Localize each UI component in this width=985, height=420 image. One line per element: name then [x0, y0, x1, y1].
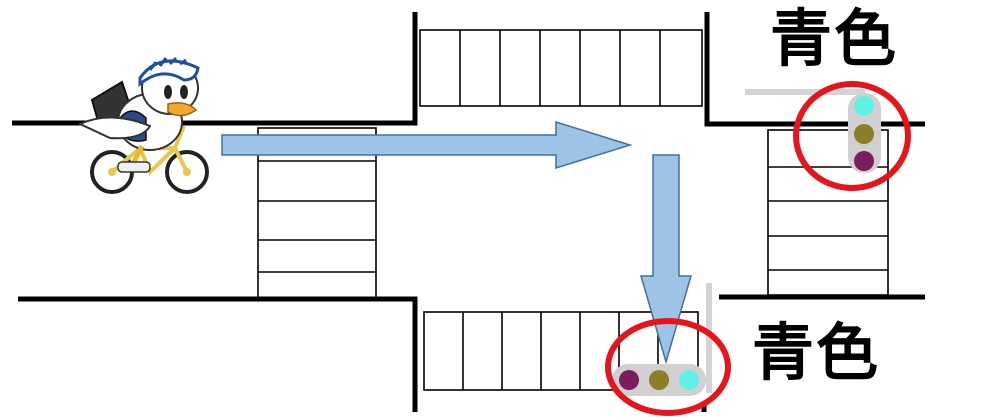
- signal-lamp-cyan: [679, 370, 699, 390]
- highlight-circle-top: [793, 81, 911, 191]
- crosswalk-left: [257, 127, 377, 299]
- signal-pole-bottom: [706, 283, 712, 393]
- road-edge-lower-left: [18, 296, 418, 412]
- arrow-straight: [221, 120, 633, 170]
- signal-lamp-olive: [854, 124, 874, 144]
- crosswalk-bottom: [423, 311, 699, 391]
- highlight-circle-bottom: [605, 318, 731, 416]
- road-edge-upper-left: [12, 12, 418, 126]
- arrow-turn-down: [640, 154, 692, 365]
- cyclist-mascot-icon: [77, 56, 209, 194]
- signal-lamp-olive: [649, 370, 669, 390]
- signal-pole-top: [745, 89, 865, 95]
- traffic-signal-bottom: [605, 283, 731, 416]
- traffic-signal-top: [745, 81, 911, 191]
- signal-color-label-bottom: 青色: [752, 316, 881, 389]
- signal-lamp-purple: [854, 151, 874, 171]
- crosswalk-top: [419, 29, 703, 107]
- signal-color-label-top: 青色: [770, 2, 899, 75]
- signal-lamp-purple: [619, 370, 639, 390]
- signal-lamp-cyan: [854, 96, 874, 116]
